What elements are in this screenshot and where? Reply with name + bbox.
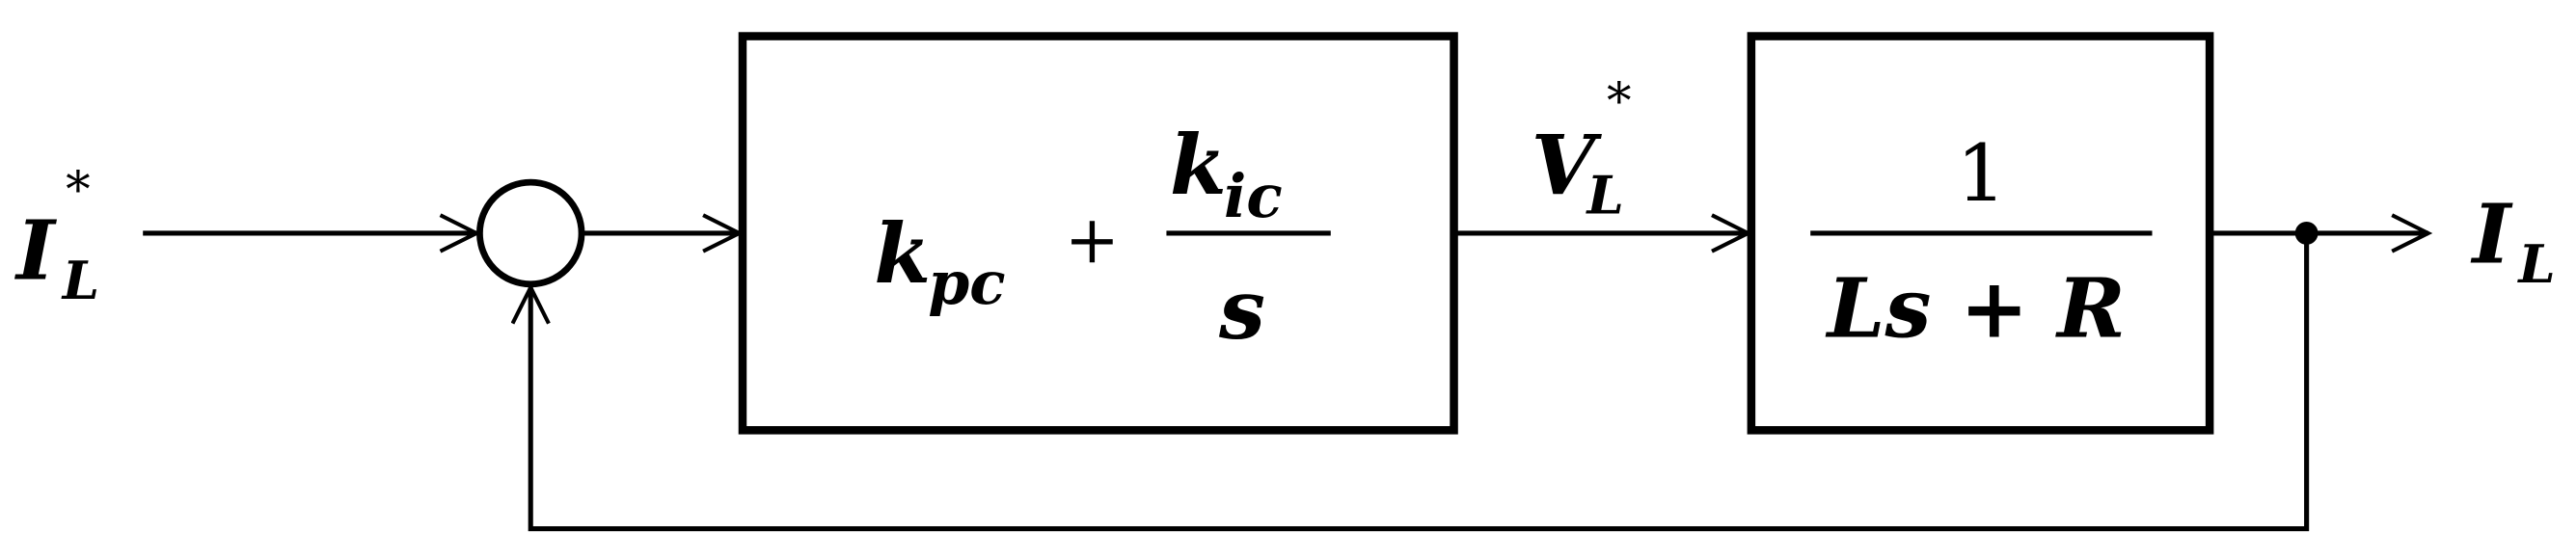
svg-text:*: * xyxy=(66,163,91,220)
output-label: I L xyxy=(2471,187,2556,295)
svg-text:+: + xyxy=(1065,203,1120,280)
svg-text:ic: ic xyxy=(1224,162,1283,231)
svg-text:pc: pc xyxy=(928,249,1005,318)
svg-text:L: L xyxy=(2516,233,2555,295)
svg-text:1: 1 xyxy=(1956,128,2006,220)
svg-text:k: k xyxy=(874,206,931,303)
svg-text:*: * xyxy=(1607,74,1632,131)
svg-text:L: L xyxy=(1586,165,1624,227)
svg-text:L: L xyxy=(61,250,99,311)
svg-text:s: s xyxy=(1218,262,1265,359)
plant-transfer-function: 1 Ls + R xyxy=(1810,128,2153,357)
svg-text:V: V xyxy=(1532,118,1603,214)
input-label: I L * xyxy=(14,163,99,311)
controller-transfer-function: k pc + k ic s xyxy=(874,118,1331,359)
summing-junction xyxy=(475,178,585,288)
intermediate-label: V L * xyxy=(1532,74,1632,227)
feedback-path xyxy=(530,232,2310,532)
svg-text:Ls + R: Ls + R xyxy=(1826,260,2126,357)
svg-text:k: k xyxy=(1170,118,1227,214)
svg-text:I: I xyxy=(2471,187,2513,283)
svg-text:I: I xyxy=(14,203,57,300)
